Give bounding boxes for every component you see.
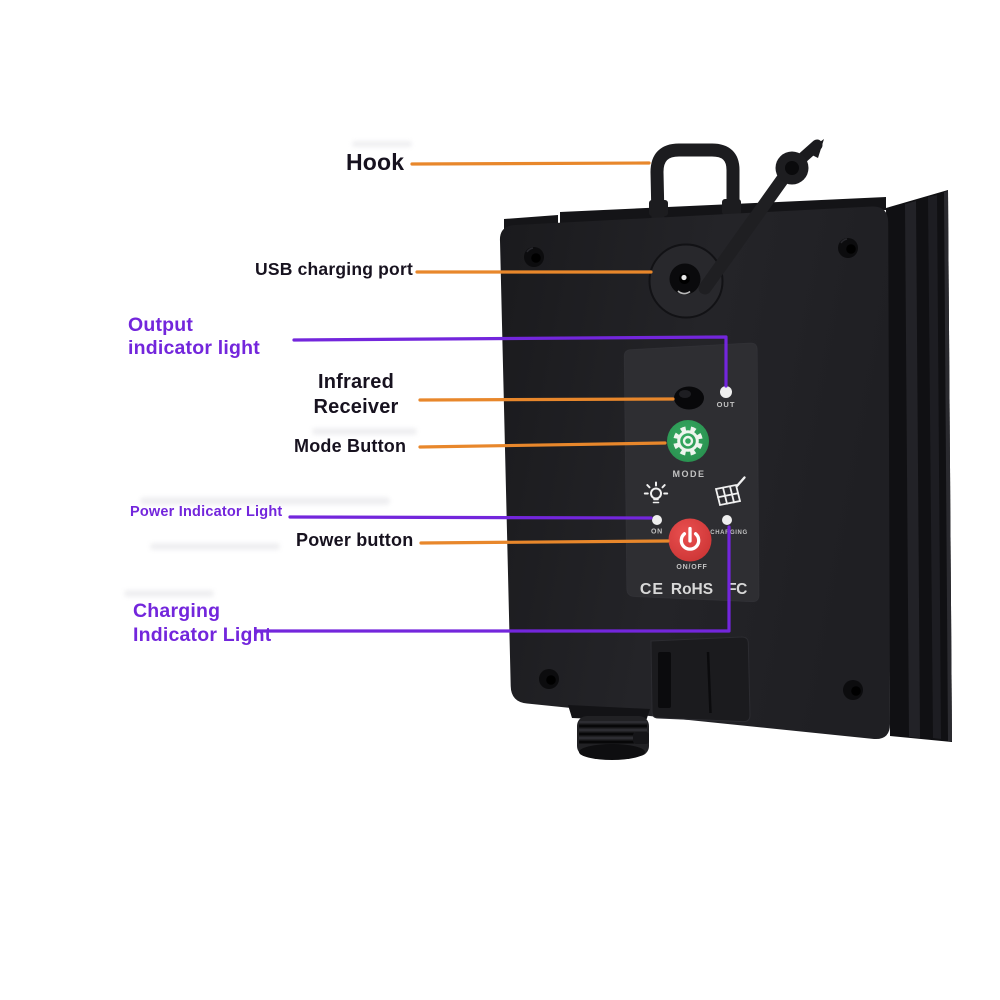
hook <box>650 143 740 226</box>
screw-bottom-left <box>539 669 559 689</box>
on-led-label: ON <box>651 529 663 536</box>
power-indicator-label-text: Power Indicator Light <box>130 504 283 520</box>
infrared-leader-line <box>418 397 675 402</box>
out-led-label: OUT <box>717 400 736 409</box>
output-label-line1: Output <box>128 314 194 336</box>
charging-leader-line <box>255 525 731 633</box>
screw-bottom-right <box>843 680 863 700</box>
usb-label-text: USB charging port <box>255 259 413 279</box>
mode-button-label: MODE <box>673 469 706 479</box>
power-indicator-led <box>652 515 662 525</box>
power-button <box>668 518 712 562</box>
threaded-connector <box>568 705 650 760</box>
power-button-leader-line <box>419 539 670 545</box>
ce-mark: CE <box>640 581 664 598</box>
power-button-label-text: Power button <box>296 530 414 550</box>
hook-label-text: Hook <box>346 149 405 175</box>
infrared-label-line2: Receiver <box>313 396 399 418</box>
plug-cap <box>775 139 824 185</box>
charging-label-line2: Indicator Light <box>133 624 272 646</box>
fcc-mark: FC <box>727 581 747 598</box>
output-leader-line <box>292 335 728 388</box>
output-indicator-light-label: Output indicator light <box>128 314 260 360</box>
usb-charging-port-label: USB charging port <box>255 259 413 280</box>
mode-button-callout-label: Mode Button <box>294 436 406 457</box>
mode-leader-line <box>418 441 667 449</box>
control-panel <box>623 342 760 603</box>
hook-label: Hook <box>346 149 404 176</box>
rohs-mark: RoHS <box>671 581 713 598</box>
power-indicator-leader-line <box>288 515 653 520</box>
power-icon <box>679 526 701 551</box>
charging-indicator-light-label: Charging Indicator Light <box>133 599 271 647</box>
plug-strap <box>698 166 794 295</box>
onoff-label: ON/OFF <box>676 564 707 571</box>
mount-tab <box>650 636 751 723</box>
power-indicator-light-label: Power Indicator Light <box>130 504 282 520</box>
screw-top-right <box>838 238 858 258</box>
bulb-icon <box>643 481 669 504</box>
solar-panel-icon <box>714 476 746 507</box>
ghost-smear <box>312 428 417 435</box>
ir-receiver <box>674 386 704 410</box>
screw-top-left <box>524 247 544 267</box>
ghost-smear <box>352 141 412 147</box>
gear-icon <box>673 426 703 456</box>
mode-button <box>667 420 709 462</box>
ghost-smear <box>124 590 214 597</box>
leader-lines <box>255 161 731 633</box>
usb-charging-port <box>648 243 724 319</box>
output-label-line2: indicator light <box>128 337 260 359</box>
ghost-smear <box>150 543 280 550</box>
charging-label-line1: Charging <box>133 600 221 622</box>
power-button-callout-label: Power button <box>296 530 413 551</box>
out-led <box>720 386 732 398</box>
ghost-smear <box>140 497 390 505</box>
hook-leader-line <box>410 161 651 166</box>
mode-label-text: Mode Button <box>294 436 407 456</box>
infrared-receiver-label: Infrared Receiver <box>293 370 419 420</box>
certification-marks: CE RoHS FC <box>640 581 748 598</box>
charging-led <box>722 515 732 525</box>
side-fins <box>886 190 952 742</box>
infrared-label-line1: Infrared <box>317 371 395 393</box>
